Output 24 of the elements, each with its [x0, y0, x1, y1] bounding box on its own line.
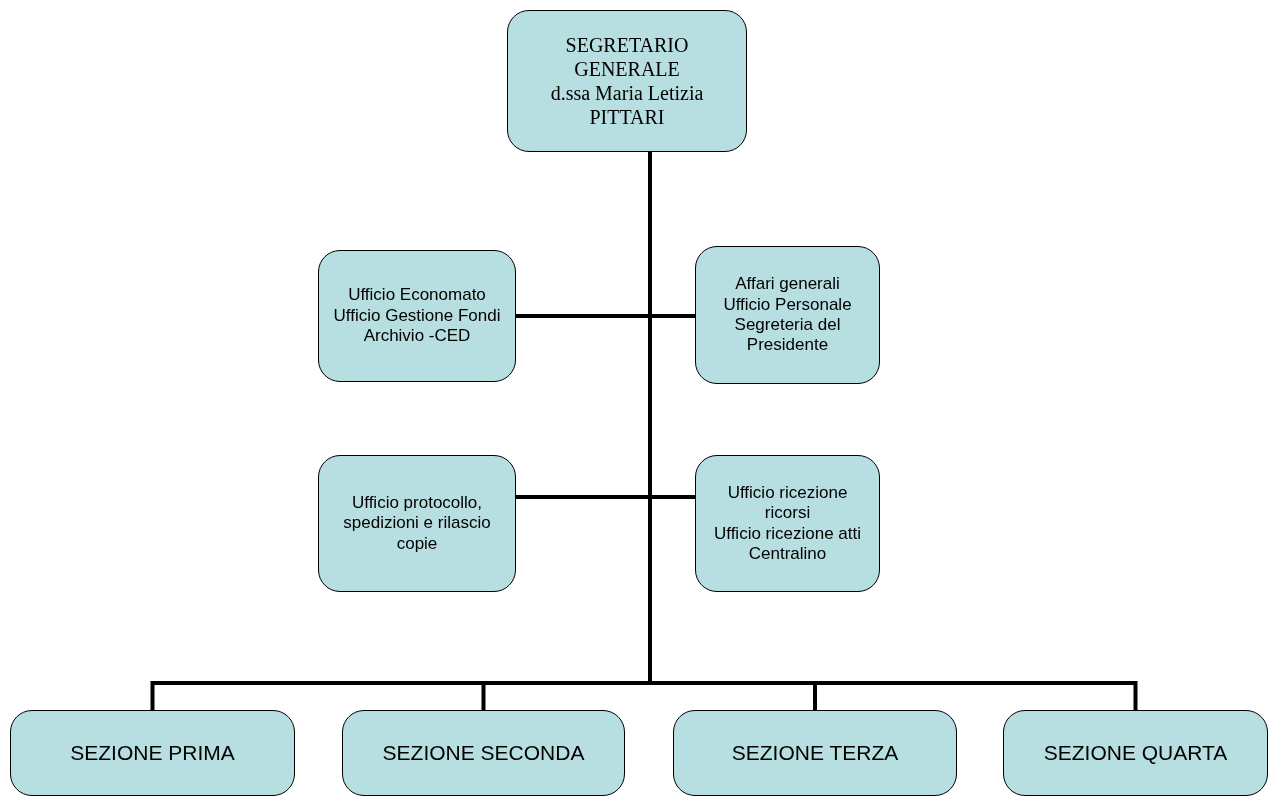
box-text: Centralino — [748, 543, 827, 565]
box-text: SEZIONE SECONDA — [382, 740, 585, 766]
box-text: Archivio -CED — [363, 326, 471, 347]
box-text: d.ssa Maria Letizia PITTARI — [549, 81, 705, 129]
box-text: Ufficio Economato — [348, 285, 486, 306]
org-box — [10, 710, 295, 796]
org-box — [673, 710, 957, 796]
org-box — [342, 710, 625, 796]
box-text: Ufficio ricezione ricorsi — [726, 482, 849, 524]
box-text: Segreteria del Presidente — [733, 315, 842, 356]
org-box — [318, 250, 516, 382]
org-box — [695, 246, 880, 384]
box-text: SEZIONE TERZA — [731, 740, 899, 766]
box-text: SEZIONE PRIMA — [70, 740, 235, 766]
org-box — [1003, 710, 1268, 796]
box-text: Ufficio protocollo, spedizioni e rilascio copie — [342, 492, 492, 555]
org-box — [695, 455, 880, 592]
org-box — [507, 10, 747, 152]
box-text: Ufficio Gestione Fondi — [333, 305, 501, 327]
org-box — [318, 455, 516, 592]
box-text: SEZIONE QUARTA — [1043, 740, 1228, 766]
box-text: Ufficio ricezione atti — [713, 523, 862, 544]
box-text: Affari generali — [735, 274, 840, 295]
box-text: Ufficio Personale — [723, 294, 852, 315]
